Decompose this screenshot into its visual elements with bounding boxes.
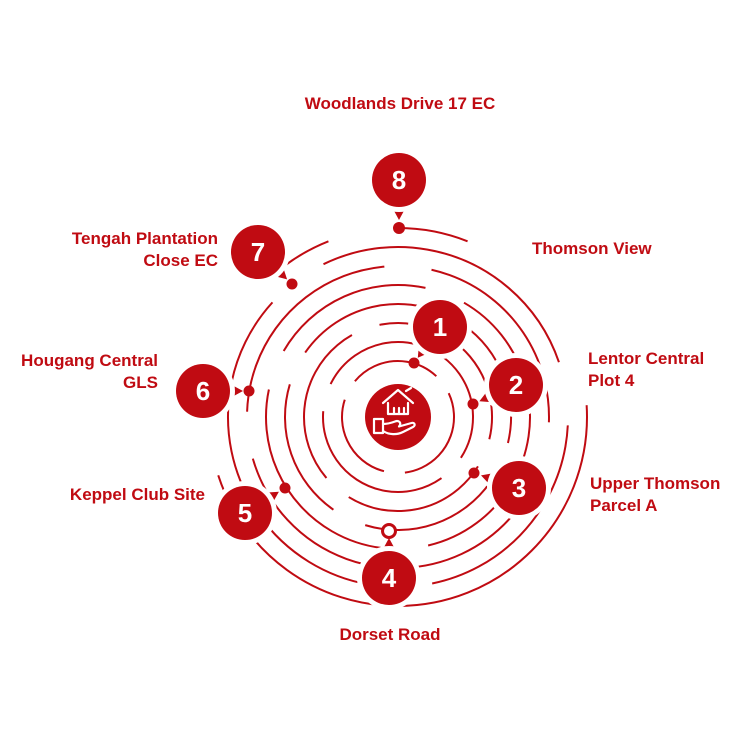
label-hougang-central-gls: Hougang Central GLS <box>21 351 158 392</box>
marker-bubble-3: 3 <box>492 461 546 515</box>
marker-bubble-7: 7 <box>231 225 285 279</box>
label-upper-thomson-parcel-a: Upper Thomson Parcel A <box>590 474 721 515</box>
marker-dot-7 <box>286 278 298 290</box>
marker-dot-3 <box>468 467 480 479</box>
orbit-ring <box>246 265 550 569</box>
marker-number: 5 <box>237 497 253 528</box>
orbit-ring <box>341 360 455 474</box>
label-lentor-central-plot-4: Lentor Central Plot 4 <box>588 349 705 390</box>
marker-dot-5 <box>279 482 291 494</box>
marker-number: 1 <box>432 311 448 342</box>
marker-dots <box>243 222 480 539</box>
marker-bubble-8: 8 <box>372 153 426 207</box>
marker-dot-1 <box>408 357 420 369</box>
marker-number: 3 <box>511 472 527 503</box>
label-keppel-club-site: Keppel Club Site <box>69 485 205 504</box>
label-thomson-view: Thomson View <box>532 239 652 258</box>
marker-dot-4 <box>381 523 397 539</box>
orbit-ring <box>322 341 474 493</box>
marker-bubble-6: 6 <box>176 364 230 418</box>
label-tengah-plantation-close-ec: Tengah Plantation Close EC <box>71 229 218 270</box>
center-badge-circle <box>365 384 431 450</box>
marker-dot-6 <box>243 385 255 397</box>
marker-dot-2 <box>467 398 479 410</box>
center-badge <box>365 384 431 450</box>
marker-number: 4 <box>381 562 397 593</box>
marker-number: 8 <box>391 164 407 195</box>
marker-bubble-1: 1 <box>413 300 467 354</box>
marker-number: 2 <box>508 369 524 400</box>
marker-bubble-4: 4 <box>362 551 416 605</box>
orbit-ring <box>303 322 493 512</box>
house-in-hand-icon <box>372 386 416 436</box>
label-dorset-road: Dorset Road <box>339 625 441 644</box>
marker-number: 6 <box>195 375 211 406</box>
marker-dot-8 <box>393 222 405 234</box>
marker-bubble-2: 2 <box>489 358 543 412</box>
marker-bubble-5: 5 <box>218 486 272 540</box>
marker-number: 7 <box>250 236 266 267</box>
label-woodlands-drive-17-ec: Woodlands Drive 17 EC <box>304 94 496 113</box>
